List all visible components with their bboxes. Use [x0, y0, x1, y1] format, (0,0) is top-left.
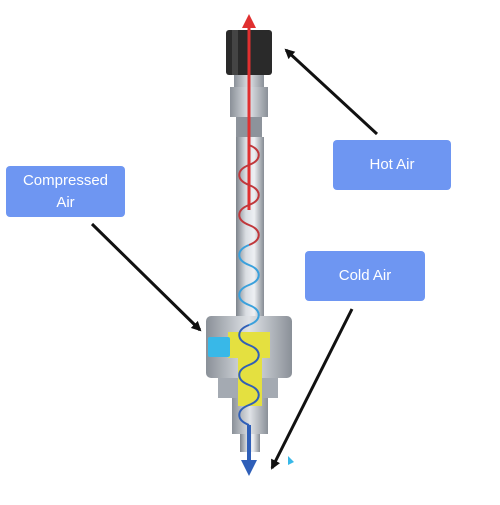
cold-air-pointer-arrow	[270, 308, 354, 470]
hot-flow-arrow-icon	[242, 14, 256, 28]
cold-air-label: Cold Air	[338, 267, 392, 285]
hot-air-pointer-arrow	[284, 48, 379, 136]
compressed-air-label-box: Compressed Air	[6, 166, 125, 217]
cold-flow	[241, 425, 257, 476]
inlet-port	[208, 337, 230, 357]
compressed-air-pointer-arrow	[90, 222, 202, 332]
cold-air-label-box: Cold Air	[305, 251, 425, 301]
droplet-mark	[288, 456, 294, 465]
cold-flow-arrow-icon	[241, 460, 257, 476]
hot-air-label-box: Hot Air	[333, 140, 451, 190]
hot-air-label: Hot Air	[369, 156, 415, 174]
vortex-spiral	[238, 144, 260, 426]
hot-flow	[242, 14, 256, 210]
compressed-air-label: Compressed Air	[22, 171, 109, 211]
